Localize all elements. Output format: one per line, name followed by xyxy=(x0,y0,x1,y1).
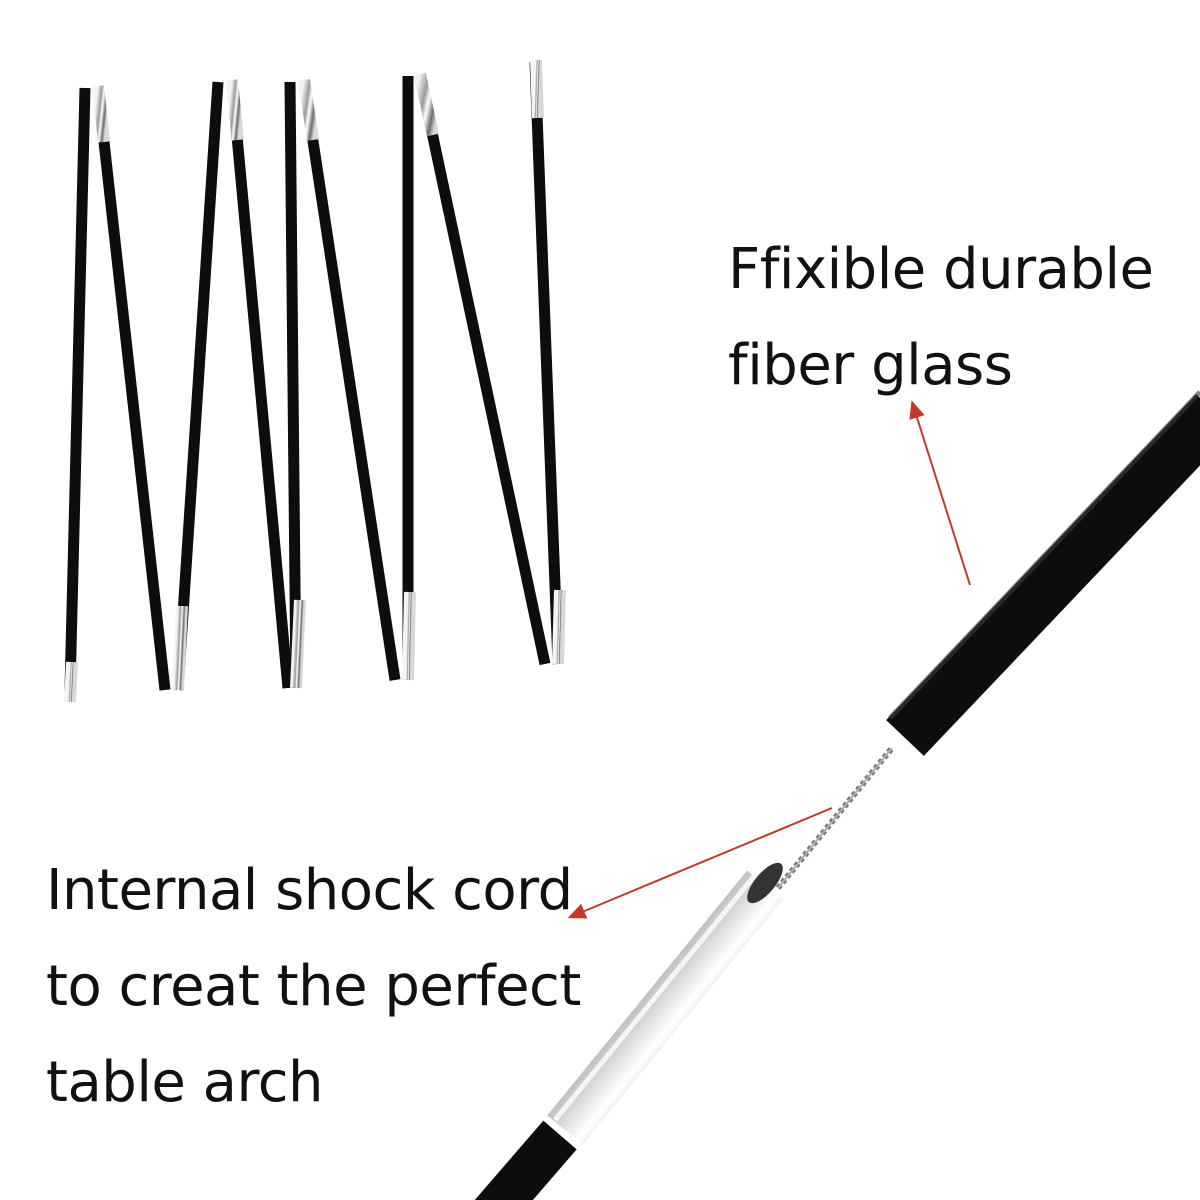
pole-segment xyxy=(172,81,224,691)
caption-line: Ffixible durable xyxy=(728,237,1154,302)
pole-segment xyxy=(414,74,551,666)
caption-shock-cord: Internal shock cord to creat the perfect… xyxy=(46,843,581,1131)
caption-line: Internal shock cord xyxy=(46,858,573,923)
ferrule xyxy=(402,591,416,681)
ferrule xyxy=(290,599,306,689)
pole-segment xyxy=(64,87,91,691)
caption-fiber-glass: Ffixible durable fiber glass xyxy=(728,222,1154,414)
ferrule xyxy=(92,85,110,143)
ferrule xyxy=(172,605,188,691)
lower-pole-section xyxy=(474,1120,577,1200)
upper-pole-section xyxy=(886,394,1200,756)
ferrule-end xyxy=(747,862,783,904)
pole-segment xyxy=(284,81,302,689)
pole-segment xyxy=(92,87,171,691)
caption-line: to creat the perfect xyxy=(46,954,581,1019)
ferrule xyxy=(64,661,78,703)
arrow-fiber-glass xyxy=(909,400,971,586)
ferrule xyxy=(298,79,319,141)
ferrule xyxy=(414,72,439,137)
ferrule xyxy=(226,79,244,141)
caption-line: table arch xyxy=(46,1050,324,1115)
ferrule xyxy=(552,589,566,665)
caption-line: fiber glass xyxy=(728,333,1013,398)
arrow-shock-cord xyxy=(567,807,833,919)
pole-segment xyxy=(298,81,401,681)
folded-pole-set xyxy=(64,61,564,691)
pole-segment xyxy=(529,61,564,665)
ferrule xyxy=(530,59,544,119)
pole-joint-closeup xyxy=(474,390,1200,1200)
metal-ferrule xyxy=(547,870,783,1145)
pole-ferrules xyxy=(64,59,566,703)
pole-segment xyxy=(226,81,294,689)
